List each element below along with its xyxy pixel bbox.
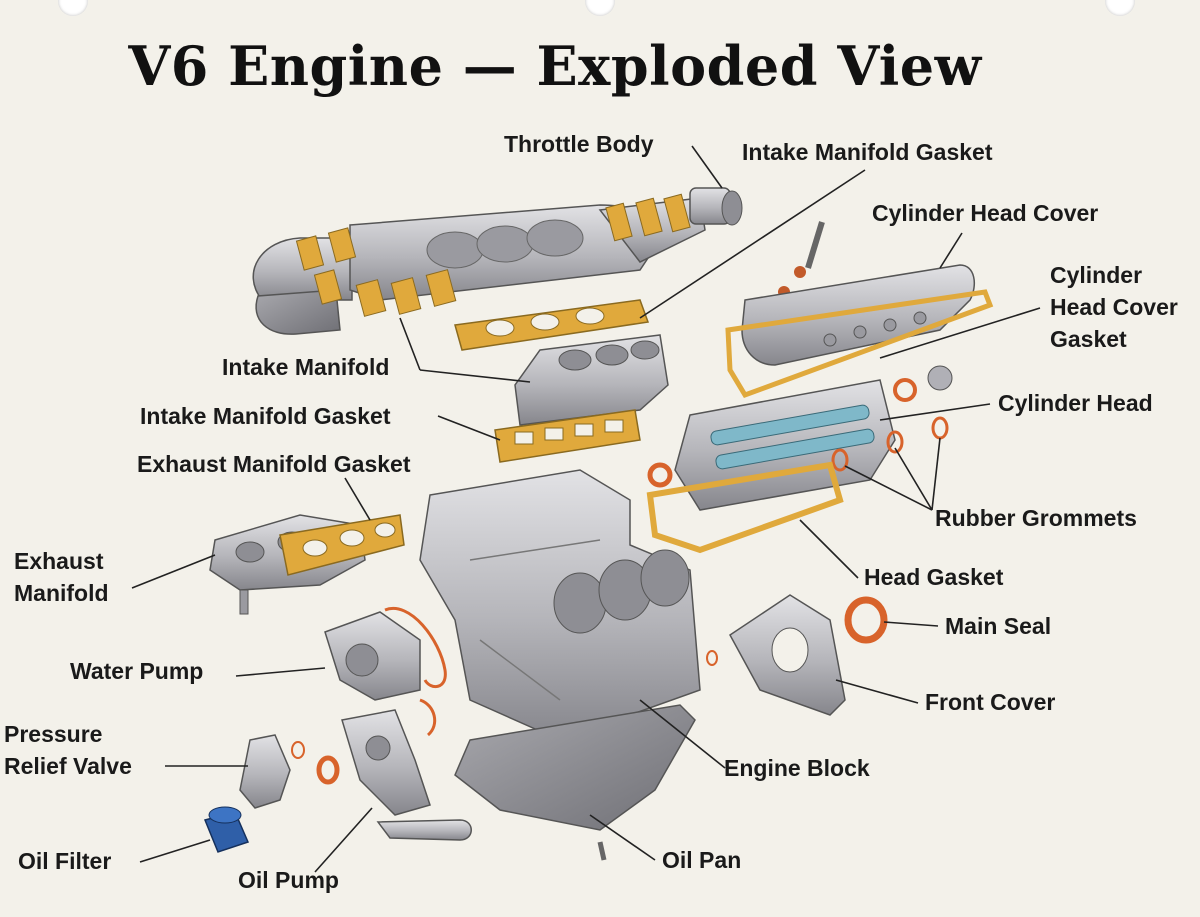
- head-gasket-part: [646, 461, 844, 554]
- binder-hole: [1105, 0, 1135, 16]
- label-throttle-body: Throttle Body: [504, 131, 654, 157]
- throttle-body-part: [689, 187, 743, 226]
- pressure-relief-valve-part: [239, 734, 340, 809]
- cylinder-head-cover-gasket-part: [725, 289, 994, 402]
- exhaust-manifold-gasket-part: [279, 514, 405, 576]
- label-engine-block: Engine Block: [724, 755, 870, 781]
- cylinder-head-part: [647, 379, 896, 511]
- main-seal-part: [706, 596, 888, 666]
- oil-pan-part: [454, 704, 696, 861]
- label-cylinder-head-cover-gasket-line3: Gasket: [1050, 326, 1127, 352]
- label-oil-pump: Oil Pump: [238, 867, 339, 893]
- label-oil-pan: Oil Pan: [662, 847, 742, 873]
- cylinder-head-cover-part: [741, 221, 976, 366]
- label-water-pump: Water Pump: [70, 658, 204, 684]
- label-intake-manifold-gasket-lower: Intake Manifold Gasket: [140, 403, 391, 429]
- oil-filter-part: [203, 806, 250, 853]
- leader-lines: [131, 145, 1041, 873]
- intake-manifold-gasket-upper-part: [454, 299, 650, 351]
- label-oil-filter: Oil Filter: [18, 848, 112, 874]
- intake-manifold-gasket-lower-part: [494, 409, 641, 463]
- binder-hole: [585, 0, 615, 16]
- engine-block-part: [419, 469, 701, 741]
- binder-hole: [58, 0, 88, 16]
- label-cylinder-head-cover-gasket-line1: Cylinder: [1050, 262, 1143, 288]
- label-exhaust-manifold-line1: Exhaust: [14, 548, 104, 574]
- label-front-cover: Front Cover: [925, 689, 1056, 715]
- upper-intake-manifold-part: [252, 193, 706, 335]
- water-pump-part: [324, 606, 447, 737]
- label-rubber-grommets: Rubber Grommets: [935, 505, 1137, 531]
- label-cylinder-head-cover: Cylinder Head Cover: [872, 200, 1099, 226]
- label-intake-manifold: Intake Manifold: [222, 354, 390, 380]
- label-exhaust-manifold-gasket: Exhaust Manifold Gasket: [137, 451, 411, 477]
- label-pressure-relief-valve-line2: Relief Valve: [4, 753, 132, 779]
- diagram-title: V6 Engine — Exploded View: [128, 34, 982, 98]
- lower-intake-manifold-part: [514, 334, 669, 426]
- label-main-seal: Main Seal: [945, 613, 1052, 639]
- label-exhaust-manifold-line2: Manifold: [14, 580, 109, 606]
- label-cylinder-head-cover-gasket-line2: Head Cover: [1050, 294, 1178, 320]
- label-head-gasket: Head Gasket: [864, 564, 1004, 590]
- label-pressure-relief-valve-line1: Pressure: [4, 721, 103, 747]
- front-cover-part: [729, 594, 846, 716]
- label-cylinder-head: Cylinder Head: [998, 390, 1153, 416]
- oil-pump-part: [341, 709, 472, 841]
- label-intake-manifold-gasket-upper: Intake Manifold Gasket: [742, 139, 993, 165]
